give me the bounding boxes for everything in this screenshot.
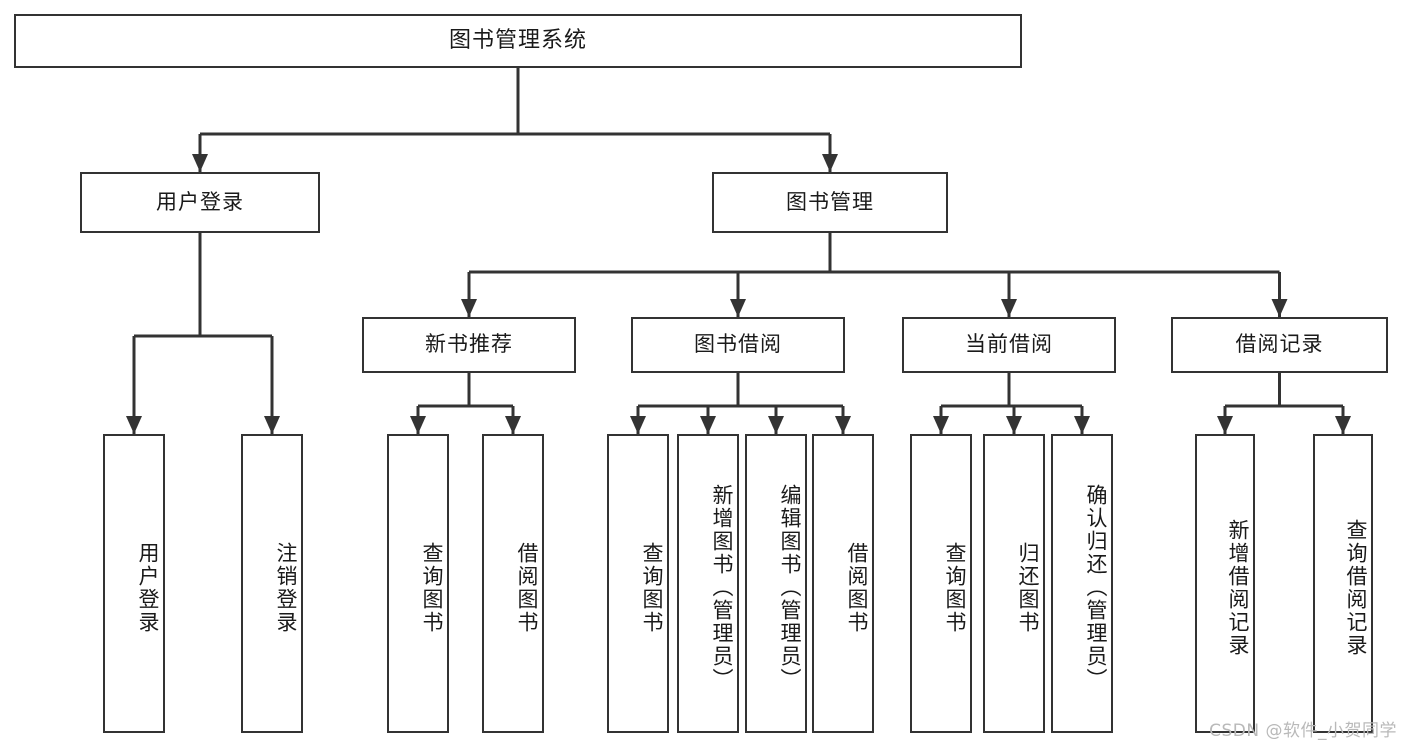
node-leaf-rec-query: 查询图书 (387, 434, 449, 733)
node-label: 借阅记录 (1235, 332, 1324, 357)
arrowhead-icon (835, 416, 851, 434)
node-root: 图书管理系统 (14, 14, 1022, 68)
watermark-text: CSDN @软件_小贺同学 (1209, 721, 1397, 741)
arrowhead-icon (822, 154, 838, 172)
node-label: 查询借阅记录 (1344, 518, 1368, 657)
node-leaf-br-add: 新增借阅记录 (1195, 434, 1255, 733)
arrowhead-icon (1335, 416, 1351, 434)
node-book-manage: 图书管理 (712, 172, 948, 233)
node-label: 查询图书 (943, 541, 967, 634)
node-label: 借阅图书 (515, 541, 539, 634)
node-leaf-br-query: 查询借阅记录 (1313, 434, 1373, 733)
node-new-book-rec: 新书推荐 (362, 317, 576, 373)
node-label: 新增图书（管理员） (710, 484, 734, 691)
arrowhead-icon (410, 416, 426, 434)
arrowhead-icon (461, 299, 477, 317)
node-leaf-user-logout: 注销登录 (241, 434, 303, 733)
node-label: 借阅图书 (845, 541, 869, 634)
arrowhead-icon (630, 416, 646, 434)
node-leaf-cb-query: 查询图书 (910, 434, 972, 733)
arrowhead-icon (1271, 299, 1288, 317)
node-leaf-bb-borrow: 借阅图书 (812, 434, 874, 733)
node-label: 查询图书 (640, 541, 664, 634)
node-leaf-cb-return: 归还图书 (983, 434, 1045, 733)
node-label: 查询图书 (420, 541, 444, 634)
node-label: 图书借阅 (694, 332, 782, 357)
node-label: 当前借阅 (965, 332, 1053, 357)
arrowhead-icon (933, 416, 949, 434)
node-leaf-bb-edit: 编辑图书（管理员） (745, 434, 807, 733)
arrowhead-icon (126, 416, 142, 434)
node-user-login: 用户登录 (80, 172, 320, 233)
node-book-borrow: 图书借阅 (631, 317, 845, 373)
node-label: 新增借阅记录 (1226, 518, 1250, 657)
arrowhead-icon (505, 416, 521, 434)
node-borrow-record: 借阅记录 (1171, 317, 1388, 373)
node-leaf-cb-confirm: 确认归还（管理员） (1051, 434, 1113, 733)
node-label: 图书管理系统 (448, 27, 587, 53)
node-label: 图书管理 (786, 189, 874, 214)
node-label: 新书推荐 (425, 332, 513, 357)
arrowhead-icon (1217, 416, 1233, 434)
node-label: 注销登录 (274, 541, 298, 634)
arrowhead-icon (1006, 416, 1022, 434)
arrowhead-icon (264, 416, 280, 434)
node-leaf-bb-query: 查询图书 (607, 434, 669, 733)
node-leaf-user-login: 用户登录 (103, 434, 165, 733)
arrowhead-icon (192, 154, 208, 172)
arrowhead-icon (1001, 299, 1017, 317)
node-label: 归还图书 (1016, 541, 1040, 634)
node-label: 确认归还（管理员） (1084, 484, 1108, 691)
arrowhead-icon (768, 416, 784, 434)
arrowhead-icon (700, 416, 716, 434)
node-current-borrow: 当前借阅 (902, 317, 1116, 373)
node-leaf-rec-borrow: 借阅图书 (482, 434, 544, 733)
node-label: 编辑图书（管理员） (778, 484, 802, 691)
arrowhead-icon (1074, 416, 1090, 434)
node-leaf-bb-add: 新增图书（管理员） (677, 434, 739, 733)
node-label: 用户登录 (136, 541, 160, 634)
node-label: 用户登录 (156, 189, 244, 214)
arrowhead-icon (730, 299, 746, 317)
